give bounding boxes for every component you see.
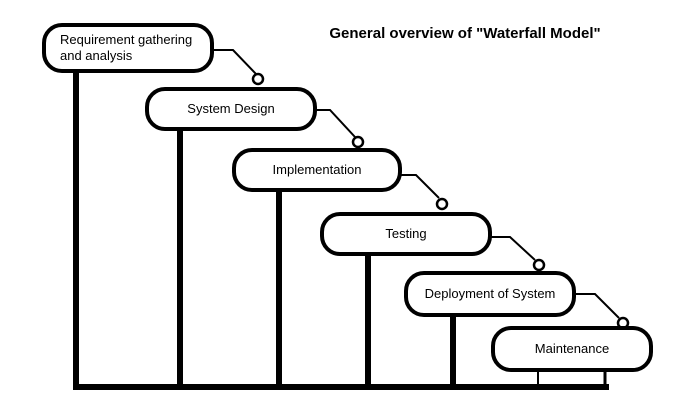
stage-label: Testing: [385, 225, 427, 241]
stage-label: Maintenance: [534, 340, 610, 356]
stage-label: Requirement gathering and analysis: [60, 31, 193, 63]
connector-1-2: [213, 49, 257, 75]
stage-box-deployment: Deployment of System: [404, 271, 576, 317]
stage-box-implementation: Implementation: [232, 148, 402, 192]
connector-5-6: [575, 293, 620, 319]
connector-3-4: [401, 174, 440, 199]
connector-dot-3-4: [435, 197, 449, 211]
stage-label: Implementation: [272, 161, 362, 177]
stage-box-testing: Testing: [320, 212, 492, 256]
connector-dot-4-5: [532, 258, 546, 272]
connector-dot-1-2: [251, 72, 265, 86]
stage-label: System Design: [187, 100, 275, 116]
connector-dot-2-3: [351, 135, 365, 149]
connector-2-3: [316, 109, 356, 138]
stage-label: Deployment of System: [424, 285, 556, 301]
diagram-title: General overview of "Waterfall Model": [329, 25, 601, 42]
stage-box-maintenance: Maintenance: [491, 326, 653, 372]
stage-box-system-design: System Design: [145, 87, 317, 131]
connector-4-5: [491, 236, 536, 261]
stage-box-requirements: Requirement gathering and analysis: [42, 23, 214, 73]
